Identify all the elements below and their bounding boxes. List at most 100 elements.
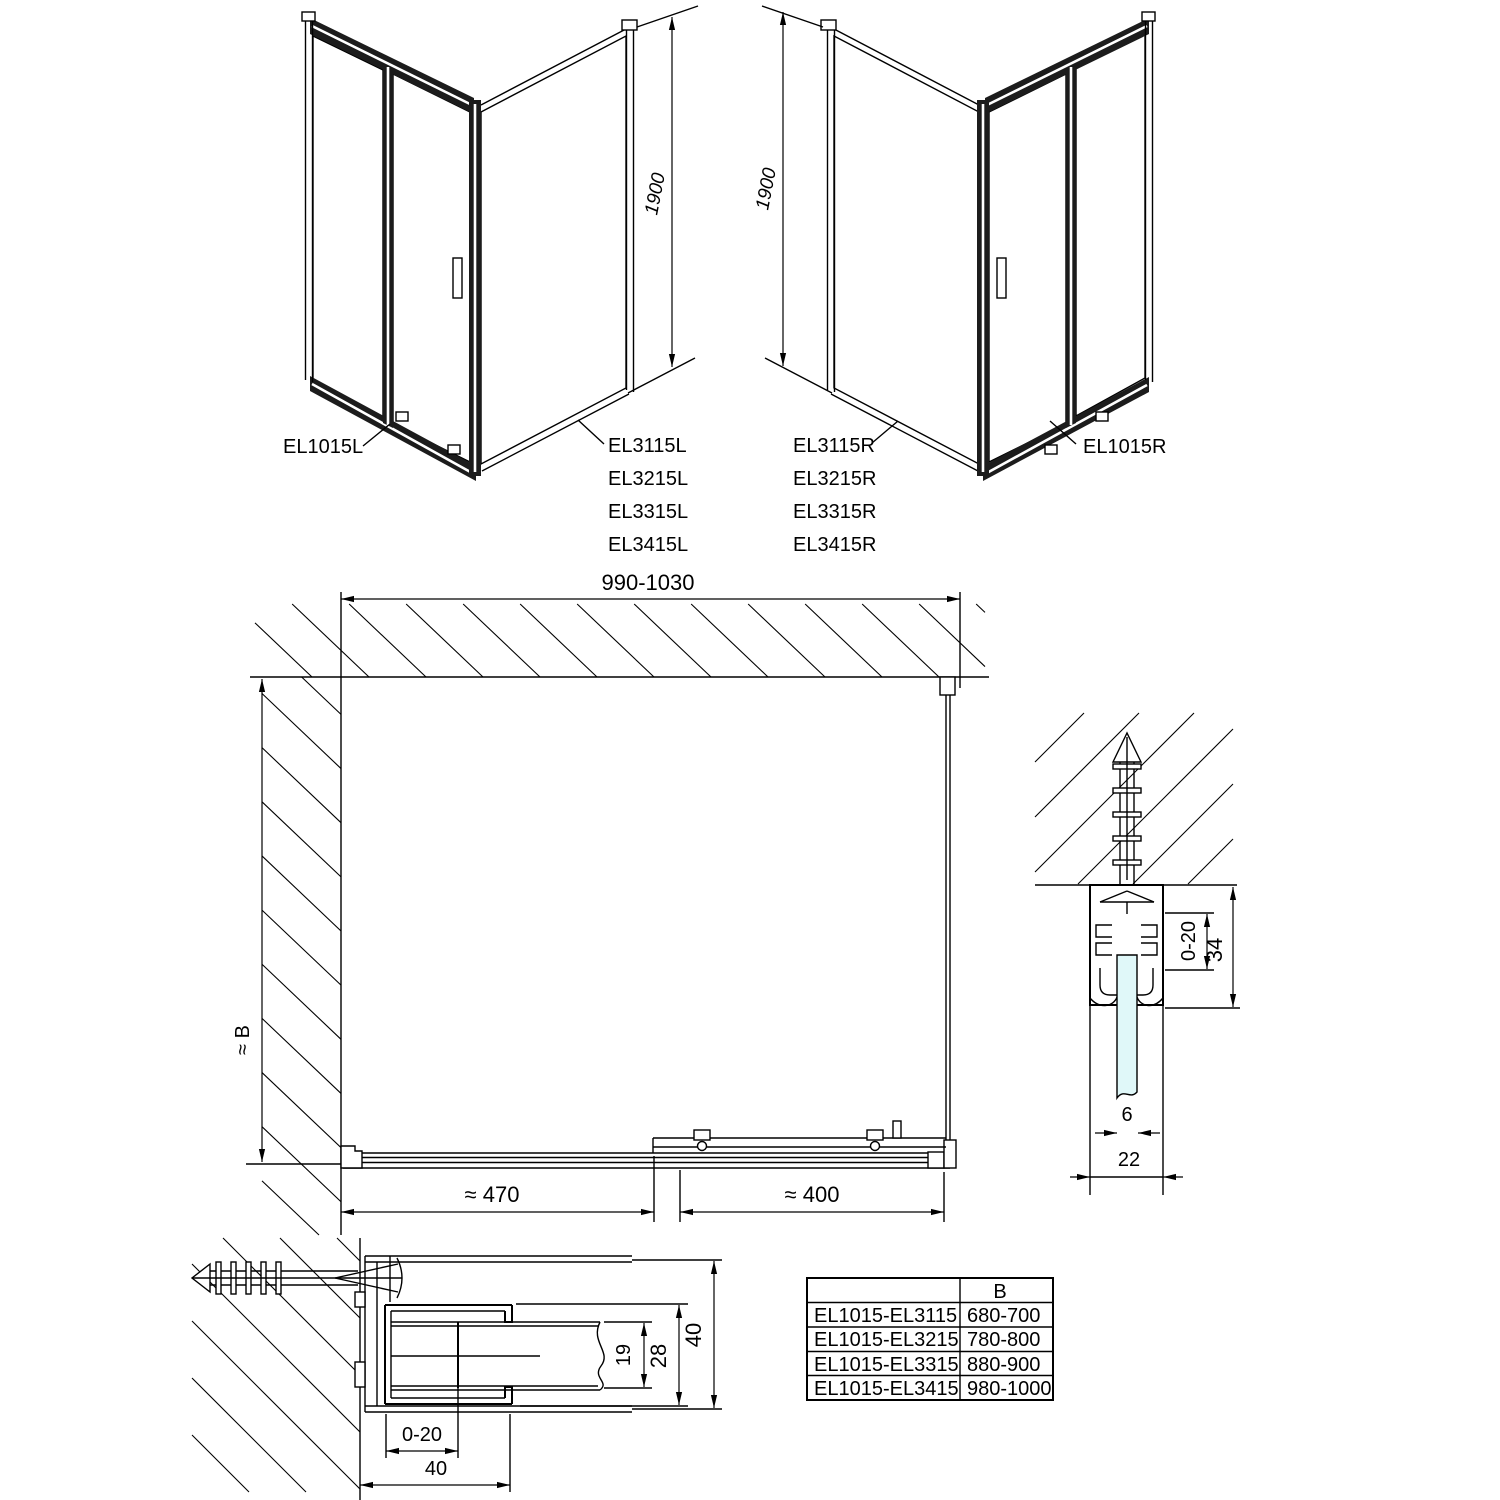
roller — [869, 1140, 881, 1152]
product-code-label: EL3315L — [608, 501, 688, 523]
height-dimension: 1900 — [752, 166, 781, 212]
profile-cap — [301, 11, 316, 22]
line — [291, 603, 370, 678]
track-end-cap — [927, 1151, 945, 1169]
table-cell: EL1015-EL3415 — [814, 1378, 959, 1400]
dimension-lines — [258, 12, 1237, 1489]
roller — [1095, 411, 1109, 422]
leaf-height-dimension: 28 — [646, 1344, 671, 1368]
line — [975, 603, 986, 613]
table-cell: EL1015-EL3115 — [814, 1305, 957, 1327]
line — [261, 801, 342, 878]
arrowhead — [640, 1374, 648, 1387]
roller-carriage — [866, 1129, 884, 1141]
profile-cap — [1141, 11, 1156, 22]
arrowhead — [668, 354, 676, 367]
line — [191, 1320, 361, 1490]
door-handle — [452, 257, 463, 299]
profile-cap — [820, 19, 837, 31]
line — [261, 747, 342, 824]
line — [519, 603, 598, 678]
product-code-label: EL3115L — [608, 435, 687, 457]
glass-slot-dimension: 19 — [613, 1344, 635, 1366]
fixed-segment-dimension: ≈ 470 — [465, 1182, 520, 1207]
line — [254, 622, 313, 678]
table-cell: 980-1000 — [967, 1378, 1052, 1400]
line — [261, 1018, 342, 1094]
door-fixed-glass — [312, 34, 384, 422]
glass-break-line — [596, 1321, 605, 1391]
track-end-cap — [340, 1145, 363, 1169]
arrowhead — [445, 1447, 458, 1455]
line — [191, 1377, 307, 1493]
product-code-label: EL3415R — [793, 534, 876, 556]
arrowhead — [341, 595, 354, 603]
arrowhead — [675, 1305, 683, 1318]
line — [222, 1237, 361, 1376]
line — [261, 855, 342, 932]
glass-pane-section — [1116, 954, 1138, 1101]
profile-notch — [354, 1361, 366, 1388]
line — [918, 603, 986, 667]
door-fixed-glass — [1075, 22, 1146, 418]
profile-height-dimension: 40 — [681, 1323, 706, 1347]
arrowhead — [641, 1208, 654, 1216]
door-segment-dimension: ≈ 400 — [785, 1182, 840, 1207]
left-3d-view: 1900 EL1015L EL3115L EL3215L EL3315L EL3… — [283, 5, 699, 556]
roller — [447, 444, 461, 455]
line — [690, 603, 769, 678]
line — [576, 603, 655, 678]
table-cell: 880-900 — [967, 1354, 1040, 1376]
line — [747, 603, 826, 678]
line — [462, 603, 541, 678]
product-code-label: EL3215R — [793, 468, 876, 490]
arrowhead — [1104, 1129, 1117, 1137]
line — [804, 603, 883, 678]
line — [633, 603, 712, 678]
arrowhead — [258, 679, 266, 692]
arrowhead — [341, 1208, 354, 1216]
product-code-label: EL3315R — [793, 501, 876, 523]
line — [1077, 728, 1234, 885]
arrowhead — [1203, 956, 1211, 969]
line — [405, 603, 484, 678]
table-cell: 680-700 — [967, 1305, 1040, 1327]
roller-carriage — [693, 1129, 711, 1141]
roller — [1044, 444, 1058, 455]
corner-cap — [943, 1139, 957, 1169]
line — [1034, 712, 1140, 818]
profile-cap — [621, 19, 638, 31]
roller — [395, 411, 409, 422]
side-panel-glass — [833, 34, 980, 466]
glass-thickness-dimension: 6 — [1121, 1104, 1132, 1126]
side-panel-glass — [480, 34, 627, 466]
size-table: B EL1015-EL3115 680-700 EL1015-EL3215 78… — [806, 1277, 1054, 1401]
table-cell: 780-800 — [967, 1329, 1040, 1351]
arrowhead — [710, 1261, 718, 1274]
plan-view: 990-1030 ≈ B ≈ 470 ≈ 400 — [232, 570, 989, 1235]
product-code-label: EL3115R — [793, 435, 875, 457]
roller — [696, 1140, 708, 1152]
adjustment-dimension: 0-20 — [1178, 921, 1200, 961]
arrowhead — [710, 1395, 718, 1408]
arrowhead — [680, 1208, 693, 1216]
arrowhead — [931, 1208, 944, 1216]
product-code-label: EL3415L — [608, 534, 688, 556]
table-header-b: B — [993, 1281, 1006, 1303]
arrowhead — [779, 353, 787, 366]
stopper — [892, 1120, 902, 1139]
arrowhead — [675, 1392, 683, 1405]
adjustment-dimension: 0-20 — [402, 1424, 442, 1446]
line — [191, 1434, 250, 1493]
line — [261, 909, 342, 986]
door-handle — [996, 257, 1007, 299]
line — [348, 603, 427, 678]
line — [1132, 783, 1234, 885]
arrowhead — [1163, 1173, 1176, 1181]
wall-profile-section-detail: 0-20 34 6 22 — [1035, 731, 1240, 1195]
arrowhead — [640, 1323, 648, 1336]
arrowhead — [497, 1481, 510, 1489]
product-code-label: EL1015L — [283, 436, 363, 458]
product-code-label: EL3215L — [608, 468, 688, 490]
